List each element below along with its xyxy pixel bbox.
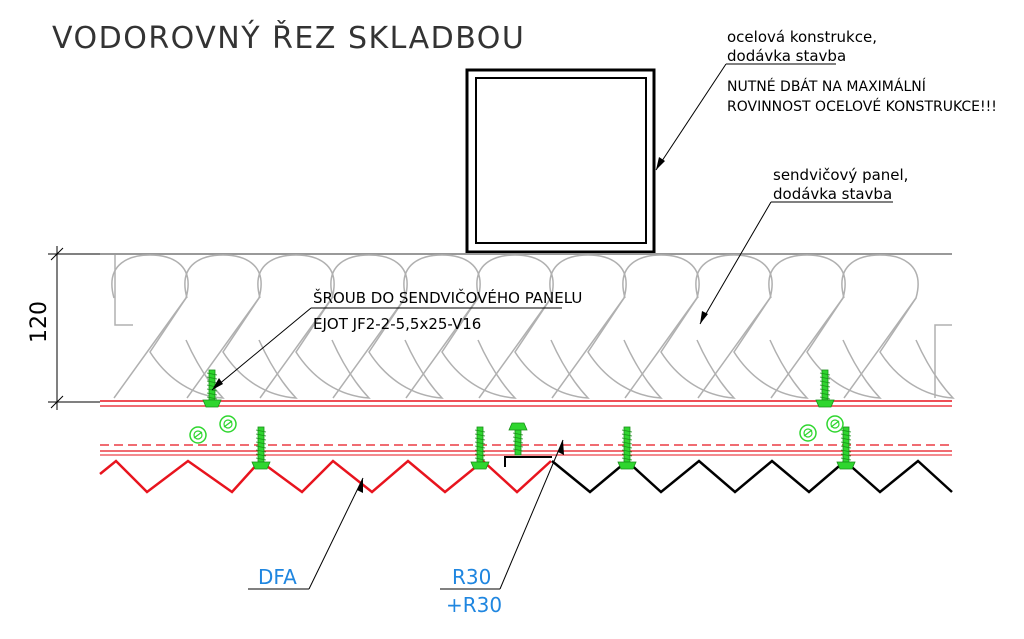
flatness-warning-2: ROVINNOST OCELOVÉ KONSTRUKCE!!! bbox=[727, 98, 997, 115]
wool-loop bbox=[514, 297, 590, 399]
wool-loop bbox=[622, 254, 700, 399]
wool-edge-right bbox=[934, 324, 952, 398]
wool-loop bbox=[330, 254, 408, 399]
washer-symbol bbox=[189, 426, 207, 444]
screw bbox=[251, 426, 271, 470]
wool-loop bbox=[879, 297, 955, 399]
wool-loop bbox=[733, 297, 809, 399]
flatness-warning-1: NUTNÉ DBÁT NA MAXIMÁLNÍ bbox=[727, 78, 926, 95]
screw bbox=[470, 426, 490, 470]
wool-loop bbox=[841, 254, 919, 399]
r30-plus-label: +R30 bbox=[446, 593, 502, 617]
r30-label: R30 bbox=[452, 565, 491, 589]
wool-loop bbox=[695, 254, 773, 399]
dimension-value: 120 bbox=[27, 301, 52, 343]
wool-loop bbox=[149, 297, 225, 399]
wool-loop bbox=[476, 254, 554, 399]
wool-loop bbox=[403, 254, 481, 399]
screw bbox=[815, 369, 835, 408]
sandwich-panel bbox=[100, 253, 955, 407]
wool-loop bbox=[368, 297, 444, 399]
screw bbox=[202, 369, 222, 408]
dimension-120 bbox=[48, 246, 100, 410]
washer-symbol bbox=[219, 415, 237, 433]
wool-loop bbox=[587, 297, 663, 399]
wool-loop bbox=[295, 297, 371, 399]
wool-loop bbox=[806, 297, 882, 399]
screw bbox=[508, 422, 528, 456]
sandwich-panel-label-2: dodávka stavba bbox=[773, 185, 892, 203]
wool-loop bbox=[111, 254, 189, 399]
sheet-joint-profile bbox=[504, 456, 552, 467]
steel-structure-label-1: ocelová konstrukce, bbox=[727, 28, 877, 46]
screw-label-1: ŠROUB DO SENDVIČOVÉHO PANELU bbox=[313, 288, 582, 307]
wool-loop bbox=[184, 254, 262, 399]
leader-lines bbox=[211, 63, 893, 590]
fasteners bbox=[189, 369, 856, 470]
leader-arrows bbox=[212, 157, 708, 493]
steel-structure-label-2: dodávka stavba bbox=[727, 47, 846, 65]
screw-label-2: EJOT JF2-2-5,5x25-V16 bbox=[313, 315, 481, 333]
drawing-title: VODOROVNÝ ŘEZ SKLADBOU bbox=[52, 20, 525, 56]
trapezoidal-sheet-black bbox=[551, 459, 953, 494]
washer-symbol bbox=[799, 424, 817, 442]
dfa-label: DFA bbox=[258, 565, 297, 589]
fire-protection-layer bbox=[100, 444, 952, 456]
washer-symbol bbox=[826, 415, 844, 433]
screw bbox=[836, 426, 856, 470]
mineral-wool-hatch bbox=[111, 254, 955, 399]
wool-loop bbox=[549, 254, 627, 399]
sandwich-panel-label-1: sendvičový panel, bbox=[773, 166, 908, 184]
wool-loop bbox=[768, 254, 846, 399]
wool-loop bbox=[222, 297, 298, 399]
steel-profile bbox=[465, 68, 656, 254]
wool-edge-left bbox=[114, 255, 133, 326]
wool-loop bbox=[441, 297, 517, 399]
wool-loop bbox=[660, 297, 736, 399]
wool-loop bbox=[257, 254, 335, 399]
screw bbox=[617, 426, 637, 470]
